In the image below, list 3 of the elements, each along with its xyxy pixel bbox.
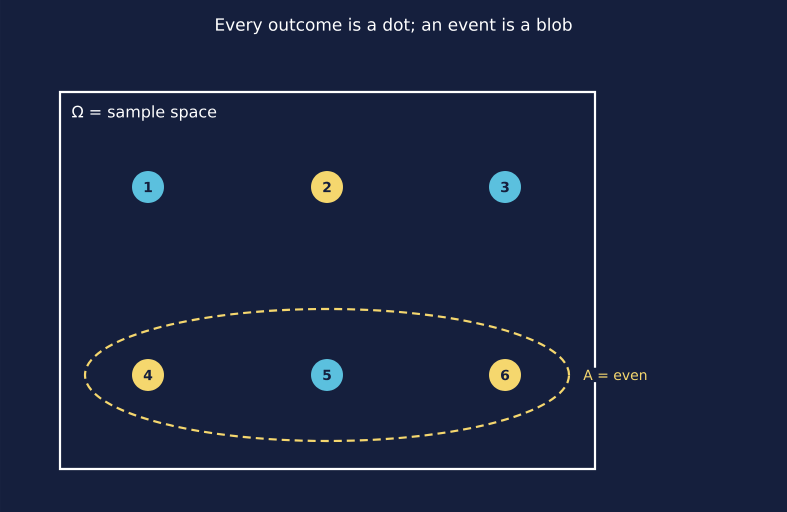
title: Every outcome is a dot; an event is a blob [216,18,572,34]
event-label: A = even [581,368,650,382]
event-ellipse [84,308,570,442]
